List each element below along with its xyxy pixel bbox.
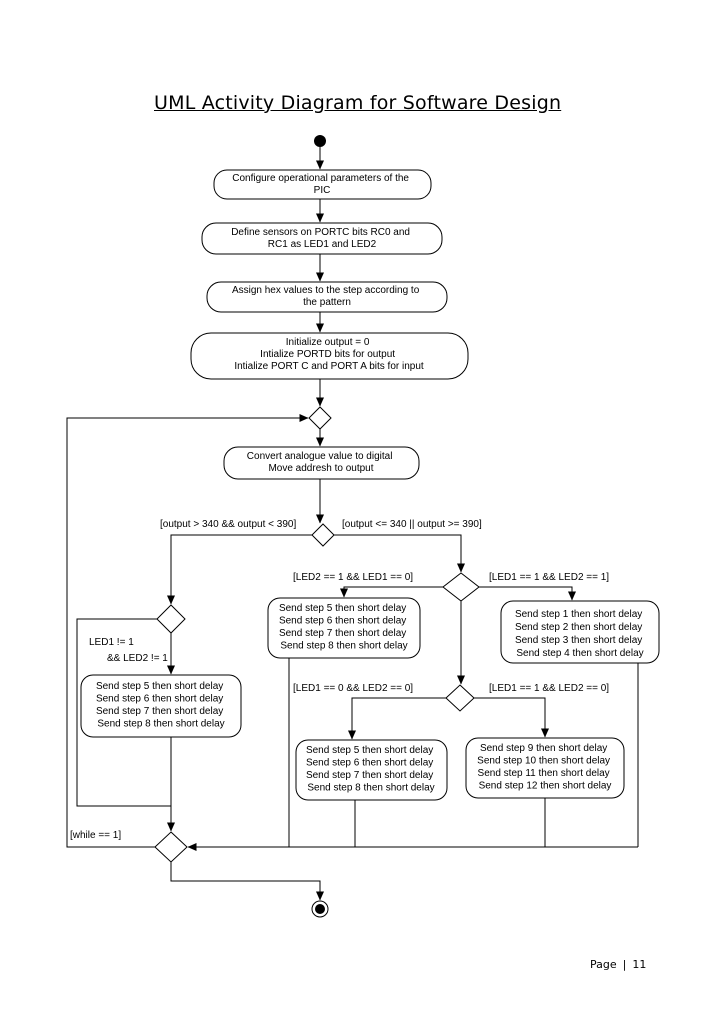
action-steps-9-12-line-2: Send step 10 then short delay <box>477 756 610 767</box>
decision-leds-top-diamond <box>442 572 480 602</box>
action-steps-5-8-mid-bottom-line-1: Send step 5 then short delay <box>306 745 433 756</box>
page-label: Page <box>590 958 617 971</box>
guard-in-range: [output > 340 && output < 390] <box>160 519 296 530</box>
action-convert <box>223 446 420 480</box>
merge-while-diamond <box>154 831 188 863</box>
action-steps-5-8-mid-top-line-3: Send step 7 then short delay <box>279 628 406 639</box>
edge-ledtop-mid <box>340 586 443 598</box>
guard-left-cond-1: LED1 != 1 <box>89 637 134 648</box>
action-steps-1-4-text: Send step 1 then short delay Send step 2… <box>515 609 645 659</box>
guard-left-cond-2: && LED2 != 1 <box>107 653 168 664</box>
final-node-inner <box>315 904 325 914</box>
action-steps-9-12-text: Send step 9 then short delay Send step 1… <box>477 743 613 792</box>
decision-left-diamond <box>156 604 186 634</box>
guard-led1-1-led2-1: [LED1 == 1 && LED2 == 1] <box>489 572 609 583</box>
action-steps-9-12-line-4: Send step 12 then short delay <box>479 781 612 792</box>
action-configure-line-2: PIC <box>314 185 331 196</box>
decision-range-diamond <box>311 523 335 547</box>
action-steps-5-8-left-line-2: Send step 6 then short delay <box>96 694 223 705</box>
action-steps-5-8-left-line-3: Send step 7 then short delay <box>96 706 223 717</box>
action-steps-1-4-line-4: Send step 4 then short delay <box>516 648 643 659</box>
action-define-sensors <box>201 222 443 255</box>
action-steps-5-8-left-text: Send step 5 then short delay Send step 6… <box>96 681 226 730</box>
guard-led1-0-led2-0: [LED1 == 0 && LED2 == 0] <box>293 683 413 694</box>
action-convert-line-2: Move addresh to output <box>268 463 373 474</box>
action-initialize-line-2: Intialize PORTD bits for output <box>260 349 395 360</box>
guard-led1-1-led2-0: [LED1 == 1 && LED2 == 0] <box>489 683 609 694</box>
action-initialize-line-3: Intialize PORT C and PORT A bits for inp… <box>234 361 424 372</box>
action-steps-5-8-mid-bottom-text: Send step 5 then short delay Send step 6… <box>306 745 436 794</box>
action-convert-text: Convert analogue value to digital Move a… <box>247 451 395 474</box>
action-steps-1-4-line-2: Send step 2 then short delay <box>515 622 642 633</box>
page-title: UML Activity Diagram for Software Design <box>154 92 562 114</box>
edge-ledbottom-mid <box>348 697 446 740</box>
action-steps-5-8-mid-top <box>267 597 421 659</box>
action-steps-5-8-mid-top-line-1: Send step 5 then short delay <box>279 603 406 614</box>
action-initialize-text: Initialize output = 0 Intialize PORTD bi… <box>234 337 424 372</box>
guard-while: [while == 1] <box>70 830 121 841</box>
action-define-sensors-text: Define sensors on PORTC bits RC0 and RC1… <box>231 227 413 250</box>
action-assign-hex <box>206 281 448 313</box>
action-assign-hex-line-1: Assign hex values to the step according … <box>232 285 420 296</box>
action-steps-9-12-line-1: Send step 9 then short delay <box>480 743 607 754</box>
initial-node <box>314 135 326 147</box>
action-steps-5-8-mid-top-line-2: Send step 6 then short delay <box>279 616 406 627</box>
action-steps-5-8-left-line-1: Send step 5 then short delay <box>96 681 223 692</box>
decision-leds-bottom-diamond <box>445 684 475 712</box>
page-footer: Page | 11 <box>590 958 646 971</box>
action-configure-text: Configure operational parameters of the … <box>232 173 412 196</box>
edge-range-right <box>334 534 465 573</box>
action-initialize-line-1: Initialize output = 0 <box>286 337 370 348</box>
action-steps-5-8-mid-bottom-line-3: Send step 7 then short delay <box>306 770 433 781</box>
action-initialize <box>190 332 469 380</box>
page-separator: | <box>622 958 627 971</box>
action-configure-line-1: Configure operational parameters of the <box>232 173 409 184</box>
action-steps-5-8-mid-bottom-line-2: Send step 6 then short delay <box>306 758 433 769</box>
action-steps-1-4 <box>500 600 660 664</box>
guard-led2-1-led1-0: [LED2 == 1 && LED1 == 0] <box>293 572 413 583</box>
edge-ledbottom-right <box>474 697 549 738</box>
edge-exit <box>170 862 324 901</box>
action-steps-5-8-mid-top-line-4: Send step 8 then short delay <box>280 641 407 652</box>
action-define-sensors-line-2: RC1 as LED1 and LED2 <box>268 239 377 250</box>
action-steps-5-8-mid-top-text: Send step 5 then short delay Send step 6… <box>279 603 409 652</box>
edge-left-decision-bypass <box>76 618 171 807</box>
edge-range-left <box>167 534 312 605</box>
action-define-sensors-line-1: Define sensors on PORTC bits RC0 and <box>231 227 410 238</box>
action-assign-hex-line-2: the pattern <box>303 297 351 308</box>
action-steps-5-8-mid-bottom-line-4: Send step 8 then short delay <box>307 783 434 794</box>
action-steps-9-12-line-3: Send step 11 then short delay <box>478 768 610 779</box>
page-number: 11 <box>632 958 647 971</box>
action-steps-1-4-line-3: Send step 3 then short delay <box>515 635 642 646</box>
action-convert-line-1: Convert analogue value to digital <box>247 451 393 462</box>
action-steps-5-8-mid-bottom <box>295 739 448 801</box>
edge-ledtop-right <box>479 586 576 601</box>
action-assign-hex-text: Assign hex values to the step according … <box>232 285 422 308</box>
merge-loop-diamond <box>308 406 332 430</box>
action-steps-5-8-left <box>80 674 242 738</box>
edge-loop-back <box>66 414 309 848</box>
guard-out-range: [output <= 340 || output >= 390] <box>342 519 482 530</box>
action-steps-1-4-line-1: Send step 1 then short delay <box>515 609 642 620</box>
action-configure <box>213 169 432 200</box>
action-steps-5-8-left-line-4: Send step 8 then short delay <box>97 719 224 730</box>
